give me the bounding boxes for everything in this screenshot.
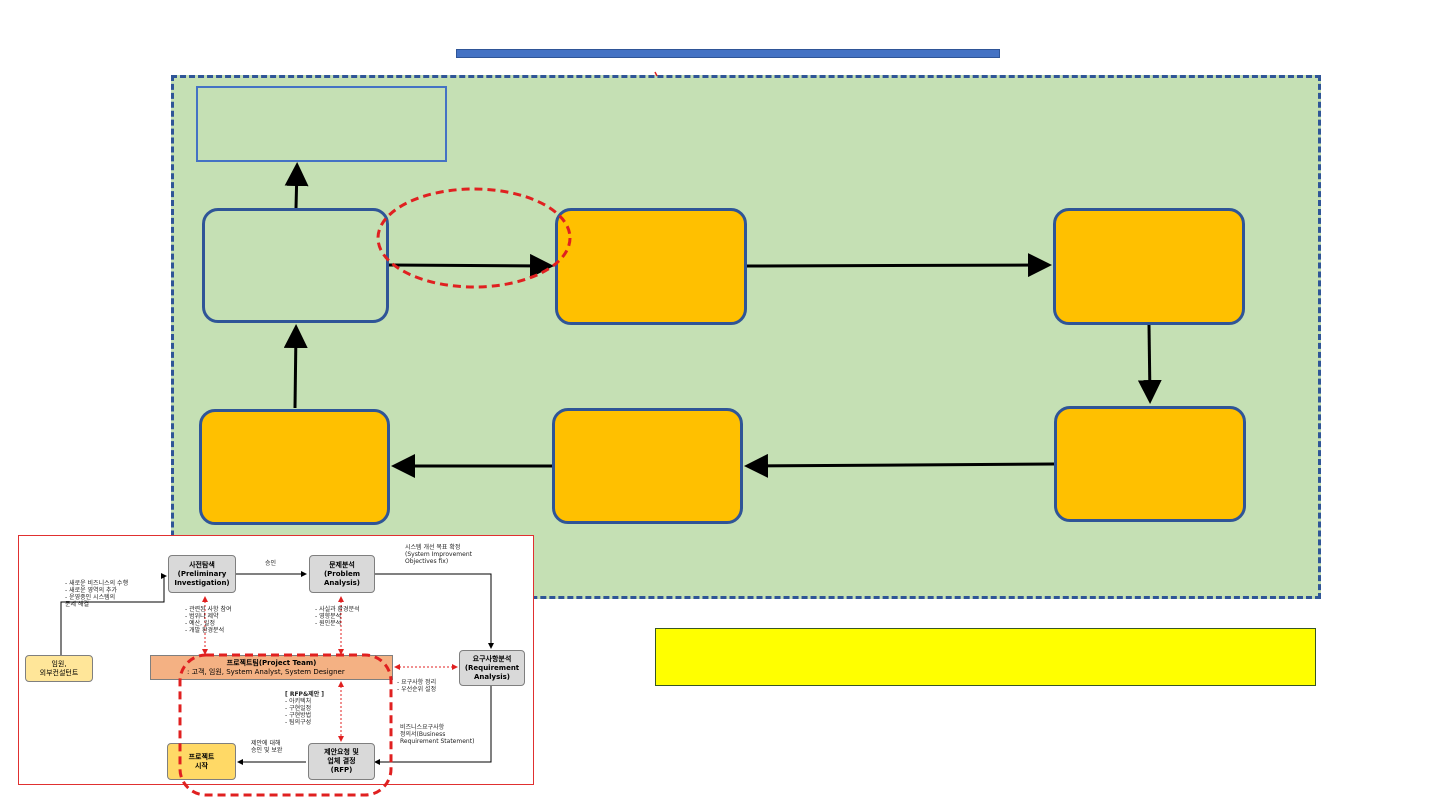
step-node-5 <box>199 409 390 525</box>
arrow-start-to-output <box>284 162 309 209</box>
step-node-2 <box>1053 208 1245 325</box>
step-node-3 <box>1054 406 1246 522</box>
arrow-step1-to-step2 <box>746 253 1052 278</box>
highlight-note-box <box>655 628 1316 686</box>
arrow-step3-to-step4 <box>744 453 1055 478</box>
title-bar <box>456 49 1000 58</box>
arrow-step5-to-start <box>283 324 308 409</box>
start-node <box>202 208 389 323</box>
project-team-bar: 프로젝트팀(Project Team) : 고객, 임원, System Ana… <box>150 655 393 680</box>
approve-label: 승인 <box>265 560 277 567</box>
step-node-4 <box>552 408 743 524</box>
client-box: 임원,외부컨설턴트 <box>25 655 93 682</box>
step-node-1 <box>555 208 747 325</box>
trigger-notes: - 새로운 비즈니스의 수행- 새로운 영역의 추가- 운영중인 시스템의 문제… <box>65 580 129 608</box>
arrow-step2-to-step3 <box>1137 324 1162 404</box>
arrow-start-to-step1 <box>388 253 554 278</box>
red-tick <box>654 71 658 77</box>
problem-notes: - 사실과 환경분석- 영향분석- 원인분석 <box>315 606 360 627</box>
output-box <box>196 86 447 162</box>
highlight-ellipse <box>376 187 572 289</box>
rfp-notes: [ RFP&제안 ]- 아키텍처- 구현일정- 구현방법- 팀의구성 <box>285 691 325 726</box>
requirement-notes: - 요구사항 정리- 우선순위 설정 <box>397 679 437 693</box>
investigation-notes: - 관련된 사항 참여- 범위나 제약- 예산, 일정- 개발 환경분석 <box>185 606 232 634</box>
